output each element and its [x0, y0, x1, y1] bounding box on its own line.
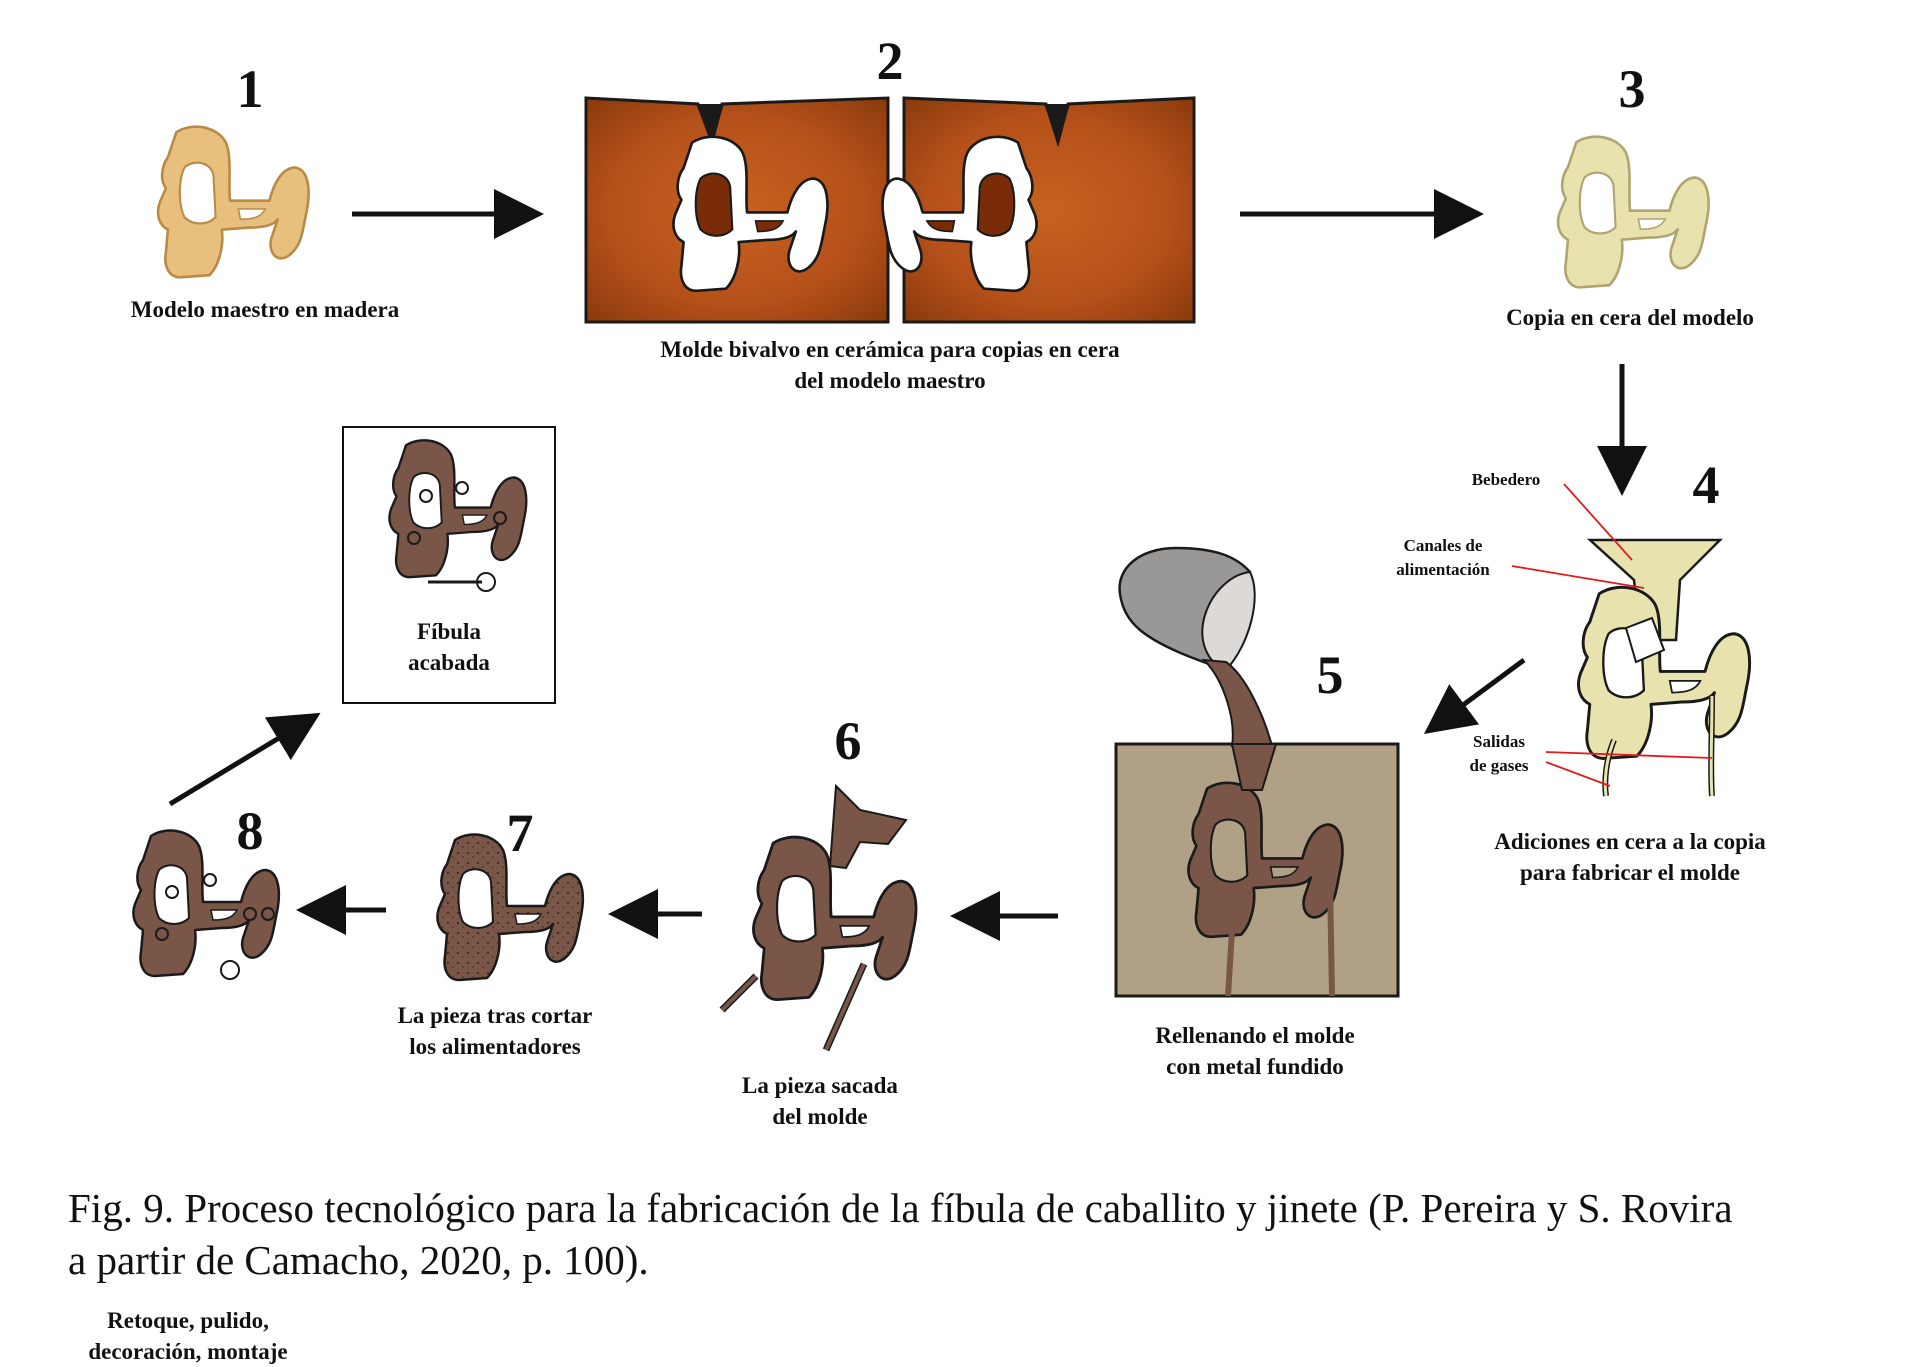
step-4-wax-additions: [1511, 483, 1752, 797]
step-8-label-line-2: decoración, montaje: [88, 1339, 288, 1364]
figure-caption: Fig. 9. Proceso tecnológico para la fabr…: [68, 1182, 1868, 1286]
finished-label-line-2: acabada: [408, 650, 490, 675]
arrow-4-to-5: [1423, 657, 1526, 734]
finished-label: Fíbula acabada: [342, 616, 556, 678]
caption-line-2: a partir de Camacho, 2020, p. 100).: [68, 1237, 649, 1283]
step-7-number: 7: [506, 803, 534, 863]
flow-arrows: [168, 189, 1647, 941]
annotation-canales-line-1: Canales de: [1403, 536, 1483, 555]
finished-fibula: [388, 438, 528, 592]
canales-pointer: [1511, 565, 1645, 589]
annotation-canales-line-2: alimentación: [1396, 560, 1490, 579]
salidas-pointer-a: [1545, 751, 1713, 759]
step-8-label: Retoque, pulido, decoración, montaje: [48, 1305, 328, 1367]
annotation-salidas: Salidas de gases: [1444, 730, 1554, 778]
step-4-number: 4: [1692, 455, 1720, 515]
step-8-decorated-piece: [131, 829, 281, 980]
step-6-number: 6: [834, 711, 862, 771]
step-1-label: Modelo maestro en madera: [130, 297, 400, 322]
step-1-wood-model: [156, 125, 310, 279]
step-2-number: 2: [876, 31, 904, 91]
step-4-label-line-2: para fabricar el molde: [1520, 860, 1740, 885]
annotation-canales: Canales de alimentación: [1368, 534, 1518, 582]
step-5-label: Rellenando el molde con metal fundido: [1090, 1020, 1420, 1082]
step-7-label: La pieza tras cortar los alimentadores: [350, 1000, 640, 1062]
finished-label-line-1: Fíbula: [417, 619, 481, 644]
step-7-label-line-1: La pieza tras cortar: [397, 1003, 593, 1028]
diagram-artwork: [131, 96, 1752, 1052]
step-5-number: 5: [1316, 645, 1344, 705]
step-1-number: 1: [236, 59, 264, 119]
step-8-number: 8: [236, 801, 264, 861]
step-3-wax-copy: [1556, 135, 1711, 289]
caption-line-1: Fig. 9. Proceso tecnológico para la fabr…: [68, 1185, 1733, 1231]
step-5-label-line-1: Rellenando el molde: [1155, 1023, 1355, 1048]
process-diagram: 1 2 3 4 5 6 7 8 Modelo maestro en madera…: [68, 31, 1868, 1364]
annotation-salidas-line-1: Salidas: [1473, 732, 1525, 751]
step-6-label-line-1: La pieza sacada: [742, 1073, 898, 1098]
finished-fibula-frame: [342, 426, 556, 704]
step-4-label: Adiciones en cera a la copia para fabric…: [1440, 826, 1820, 888]
step-2-label-line-1: Molde bivalvo en cerámica para copias en…: [660, 337, 1120, 362]
step-6-label-line-2: del molde: [772, 1104, 868, 1129]
step-2-label: Molde bivalvo en cerámica para copias en…: [580, 334, 1200, 396]
step-6-raw-casting: [719, 783, 918, 1052]
step-7-label-line-2: los alimentadores: [409, 1034, 581, 1059]
arrow-8-to-finished: [168, 712, 321, 807]
step-5-pouring: [1114, 546, 1400, 998]
step-5-label-line-2: con metal fundido: [1166, 1054, 1344, 1079]
step-2-ceramic-mould: [584, 96, 1196, 324]
salidas-pointer-b: [1545, 761, 1611, 787]
step-3-label: Copia en cera del modelo: [1506, 305, 1754, 330]
bebedero-pointer: [1563, 483, 1633, 561]
step-3-number: 3: [1618, 59, 1646, 119]
step-8-label-line-1: Retoque, pulido,: [107, 1308, 269, 1333]
step-2-label-line-2: del modelo maestro: [794, 368, 986, 393]
step-6-label: La pieza sacada del molde: [680, 1070, 960, 1132]
annotation-bebedero: Bebedero: [1471, 470, 1541, 489]
annotation-salidas-line-2: de gases: [1469, 756, 1529, 775]
step-4-label-line-1: Adiciones en cera a la copia: [1494, 829, 1766, 854]
